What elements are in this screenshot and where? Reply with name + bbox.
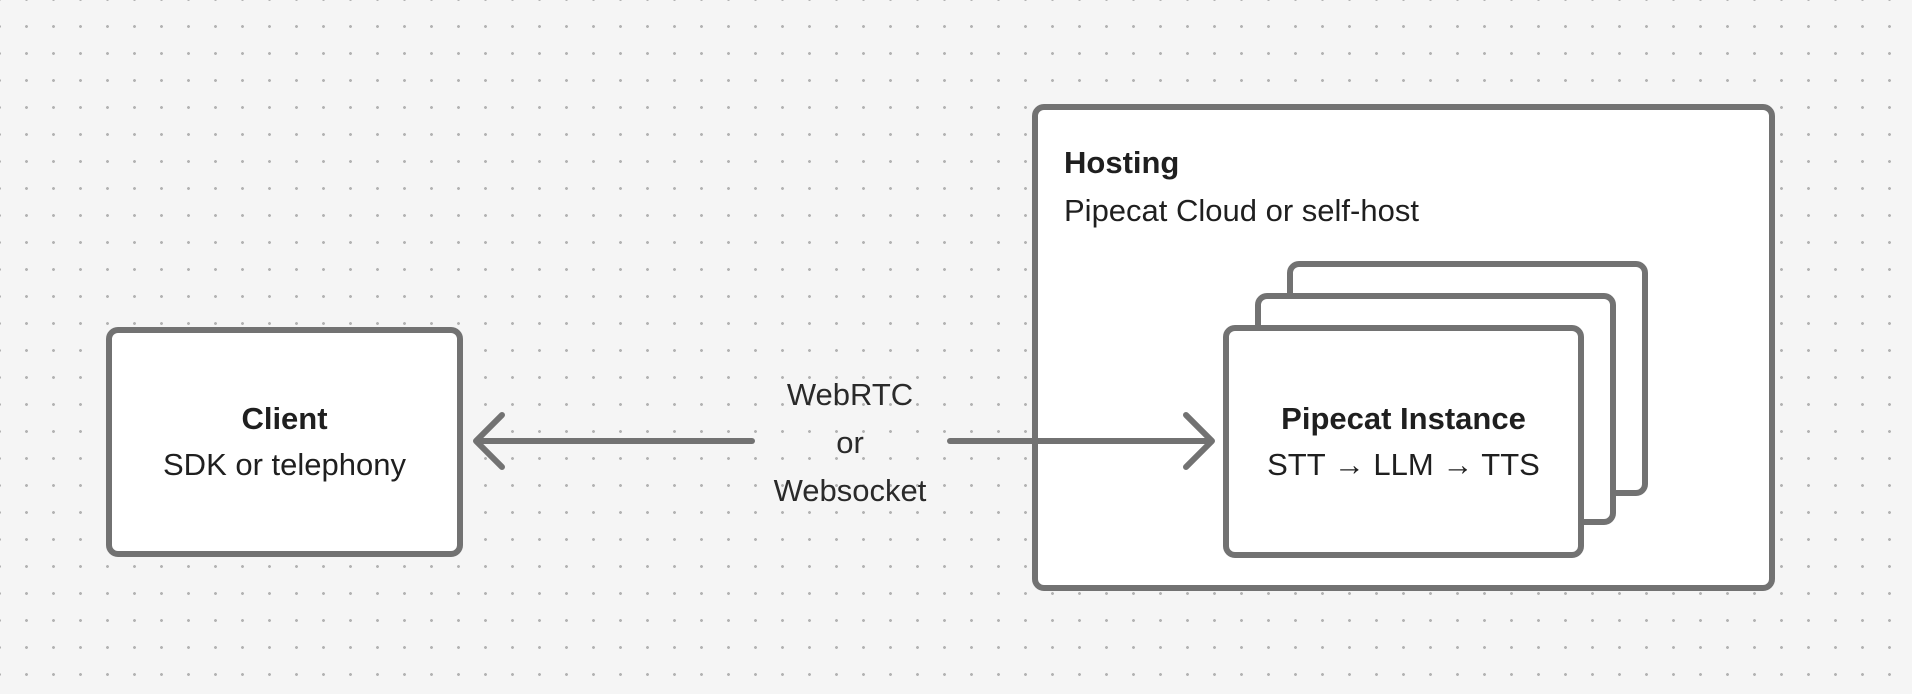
client-subtitle: SDK or telephony xyxy=(163,447,406,482)
hosting-subtitle: Pipecat Cloud or self-host xyxy=(1064,193,1419,228)
instance-subtitle: STT → LLM → TTS xyxy=(1267,446,1540,482)
connection-label: WebRTC or Websocket xyxy=(750,371,950,515)
arrow-right-head-icon xyxy=(1183,412,1215,470)
instance-title: Pipecat Instance xyxy=(1281,400,1526,436)
pipecat-instance-node: Pipecat Instance STT → LLM → TTS xyxy=(1223,325,1584,558)
hosting-title: Hosting xyxy=(1064,145,1180,180)
connection-label-line2: or xyxy=(836,425,864,460)
connection-label-line3: Websocket xyxy=(773,473,927,508)
arrow-left-head-icon xyxy=(473,412,505,470)
client-node: Client SDK or telephony xyxy=(106,327,463,557)
connection-label-line1: WebRTC xyxy=(786,377,914,412)
client-title: Client xyxy=(241,401,328,436)
